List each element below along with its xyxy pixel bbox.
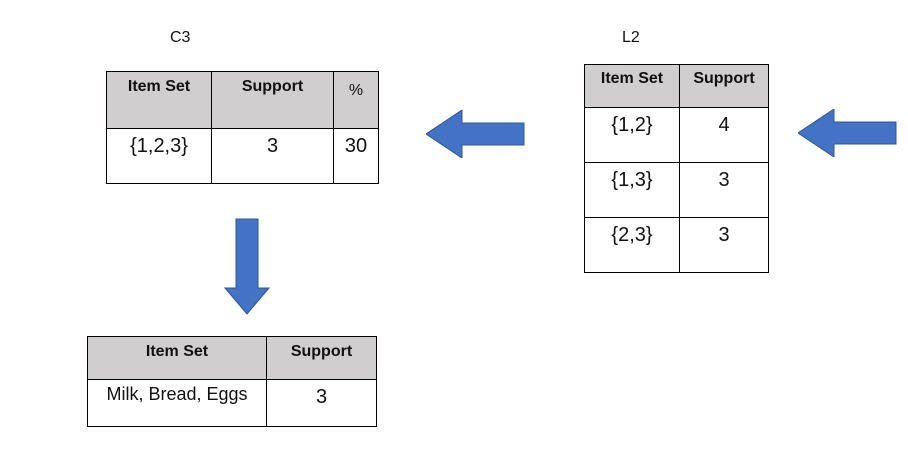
cell-support: 3	[679, 162, 769, 218]
table-header-row: Item Set Support	[87, 336, 377, 380]
cell-support: 3	[679, 217, 769, 273]
header-item-set: Item Set	[87, 336, 267, 380]
header-support: Support	[211, 71, 334, 129]
table-row: {1,2,3} 3 30	[106, 128, 379, 184]
l2-table: Item Set Support {1,2} 4 {1,3} 3 {2,3} 3	[584, 64, 769, 273]
cell-support: 3	[266, 379, 377, 427]
result-table: Item Set Support Milk, Bread, Eggs 3	[87, 336, 377, 427]
header-percent: %	[333, 71, 379, 129]
table-row: {1,3} 3	[584, 162, 769, 218]
table-row: {1,2} 4	[584, 107, 769, 163]
cell-item-set: {1,2,3}	[106, 128, 212, 184]
table-header-row: Item Set Support	[584, 64, 769, 108]
left-arrow-icon	[798, 109, 897, 157]
header-item-set: Item Set	[584, 64, 680, 108]
cell-support: 4	[679, 107, 769, 163]
cell-support: 3	[211, 128, 334, 184]
cell-item-set: {1,3}	[584, 162, 680, 218]
l2-label: L2	[622, 29, 640, 46]
cell-item-set: {2,3}	[584, 217, 680, 273]
cell-item-set: {1,2}	[584, 107, 680, 163]
header-support: Support	[266, 336, 377, 380]
left-arrow-icon	[426, 110, 525, 158]
header-item-set: Item Set	[106, 71, 212, 129]
table-row: {2,3} 3	[584, 217, 769, 273]
table-row: Milk, Bread, Eggs 3	[87, 379, 377, 427]
header-support: Support	[679, 64, 769, 108]
c3-label: C3	[170, 29, 191, 46]
cell-item-set: Milk, Bread, Eggs	[87, 379, 267, 427]
down-arrow-icon	[224, 218, 270, 315]
c3-table: Item Set Support % {1,2,3} 3 30	[106, 71, 379, 184]
cell-percent: 30	[333, 128, 379, 184]
table-header-row: Item Set Support %	[106, 71, 379, 129]
